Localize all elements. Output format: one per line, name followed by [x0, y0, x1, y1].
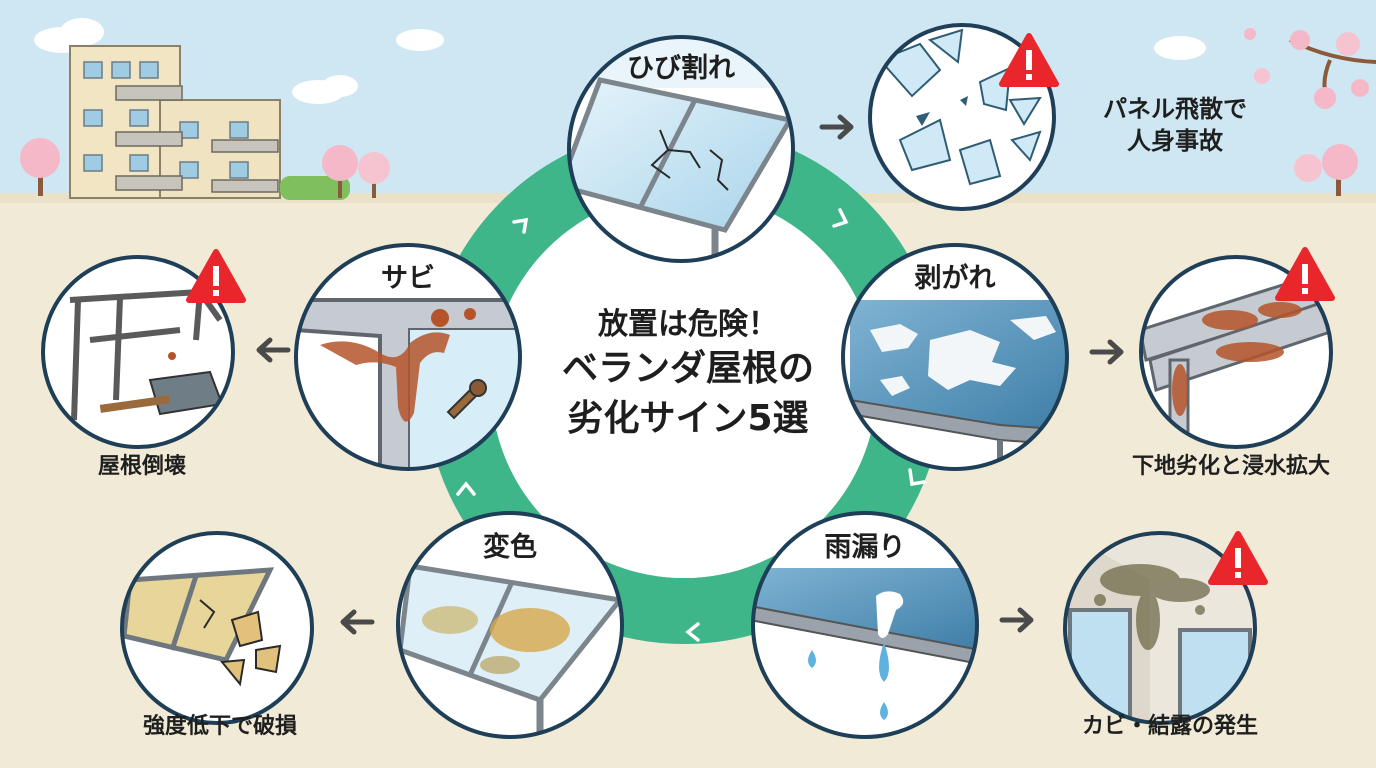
title-line-2: ベランダ屋根の — [561, 348, 814, 389]
leak-illustration — [753, 513, 977, 737]
sign-label-leak: 雨漏り — [824, 532, 906, 563]
sign-circle-discolor — [396, 511, 624, 739]
main-title: 放置は危険！ ベランダ屋根の 劣化サイン5選 — [548, 306, 828, 444]
sign-circle-crack — [567, 35, 795, 263]
consequence-circle-peeling — [1139, 255, 1333, 449]
arrow-right-icon — [819, 114, 854, 140]
cherry-tree-icon — [20, 28, 1376, 198]
consequence-circle-discolor — [120, 531, 314, 725]
consequence-peeling: 下地劣化と浸水拡大 — [1131, 454, 1330, 479]
consequence-circle-rust — [41, 255, 235, 449]
consequence-crack: パネル飛散で 人身事故 — [1080, 93, 1270, 157]
water-drop-icon — [808, 642, 889, 720]
sign-circle-leak — [751, 511, 979, 739]
consequence-crack-line-1: パネル飛散で — [1103, 95, 1247, 123]
sign-circle-rust — [294, 243, 522, 471]
sign-label-discolor: 変色 — [483, 532, 537, 563]
sign-circle-peeling — [841, 243, 1069, 471]
title-line-1: 放置は危険！ — [598, 307, 778, 342]
consequence-crack-line-2: 人身事故 — [1127, 127, 1223, 155]
warning-icon — [999, 33, 1059, 87]
consequence-discolor: 強度低下で破損 — [142, 714, 297, 739]
sign-label-peeling: 剥がれ — [914, 263, 996, 294]
warning-icon — [1208, 531, 1268, 585]
screw-icon — [446, 379, 487, 420]
consequence-circle-crack — [868, 23, 1056, 211]
broken-panel-illustration — [122, 533, 312, 723]
center-disc — [491, 192, 877, 578]
discoloration-illustration — [398, 513, 622, 737]
consequence-rust: 屋根倒壊 — [97, 454, 186, 479]
consequence-leak: カビ・結露の発生 — [1081, 714, 1258, 739]
arrow-right-icon — [999, 607, 1034, 633]
title-line-3: 劣化サイン5選 — [567, 398, 809, 439]
consequence-circle-leak — [1063, 531, 1257, 725]
rust-illustration — [296, 245, 520, 469]
warning-icon — [1275, 247, 1335, 301]
arrow-left-icon — [340, 609, 375, 635]
sign-label-crack: ひび割れ — [627, 53, 735, 84]
sign-label-rust: サビ — [381, 263, 435, 294]
arrow-left-icon — [256, 337, 291, 363]
warning-icon — [186, 249, 246, 303]
cloud — [34, 18, 1206, 104]
ring-chevrons — [456, 208, 926, 642]
arrow-right-icon — [1089, 339, 1124, 365]
building-icon — [69, 45, 350, 200]
